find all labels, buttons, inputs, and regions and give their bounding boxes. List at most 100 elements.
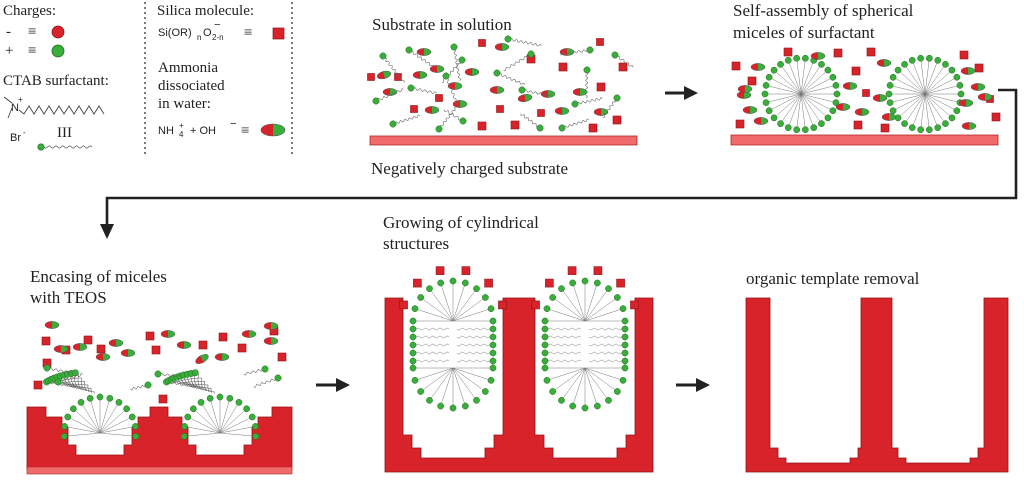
connector-arrow-icon	[100, 88, 1018, 239]
cylinder-head-icon	[621, 333, 629, 341]
spherical-micelles	[731, 47, 1001, 134]
silica-molecule-icon	[747, 76, 757, 86]
micelle-head-icon	[417, 388, 424, 395]
micelle-head-icon	[132, 423, 139, 430]
micelle-tail	[796, 58, 802, 95]
surfactant-head-icon	[71, 369, 79, 377]
silica-molecule-icon	[41, 336, 51, 346]
micelle-head-icon	[243, 405, 250, 413]
micelle-tail	[773, 93, 802, 119]
ammonia-molecule-icon	[489, 86, 505, 94]
micelle-head-icon	[541, 317, 549, 325]
cylinder-tail	[412, 359, 450, 363]
micelle-tail	[552, 367, 586, 392]
surfactant-head-icon	[372, 97, 380, 105]
micelle-head-icon	[77, 399, 85, 406]
silica-molecule-icon	[151, 345, 161, 355]
micelle-tail	[924, 60, 938, 95]
ammonia-molecule-icon	[750, 63, 766, 71]
micelle-head-icon	[925, 54, 933, 62]
silica-molecule-icon	[33, 380, 43, 390]
micelle-head-icon	[206, 395, 214, 402]
silica-molecule-icon	[478, 39, 486, 47]
equiv-sign-3: ≡	[244, 25, 252, 41]
micelle-tail	[219, 432, 256, 437]
micelle-head-icon	[801, 54, 809, 62]
micelle-head-icon	[901, 61, 908, 68]
ammonia-molecule-icon	[72, 343, 88, 351]
positive-charge-icon	[51, 44, 65, 58]
ammonia-molecule-icon	[960, 67, 976, 75]
micelle-tail	[924, 93, 953, 119]
silica-sub-2n: 2-n	[212, 33, 224, 42]
cylinder-head-icon	[409, 325, 417, 333]
ctab-label: CTAB surfactant:	[3, 73, 109, 89]
micelle-tail	[99, 416, 133, 434]
cylinder-head-icon	[621, 325, 629, 333]
surfactant-tail	[443, 109, 464, 122]
micelle-tail	[99, 402, 120, 434]
cylinder-head-icon	[409, 349, 417, 357]
ammonia-formula: NH	[158, 125, 174, 137]
ammonia-molecule-icon	[376, 70, 392, 80]
surfactant-head-icon	[274, 374, 282, 382]
micelle-head-icon	[818, 120, 825, 127]
micelle-head-icon	[489, 317, 497, 325]
cylinder-tail	[544, 335, 582, 339]
micelle-tail	[924, 77, 957, 95]
silica-molecule-icon	[593, 266, 603, 275]
cylinder-tail	[412, 351, 450, 355]
ammonia-molecule-icon	[263, 322, 279, 330]
arrow-right-icon	[665, 86, 698, 100]
micelle-head-icon	[761, 90, 769, 98]
micelle-head-icon	[942, 120, 949, 127]
charges-label: Charges:	[3, 3, 56, 19]
micelle-head-icon	[619, 305, 627, 312]
ammonia-molecule-icon	[753, 117, 769, 125]
ammonia-line-2: dissociated	[158, 78, 225, 94]
micelle-tail	[219, 416, 253, 434]
micelle-tail	[67, 416, 101, 434]
silica-molecule-icon	[277, 352, 287, 362]
micelle-head-icon	[948, 66, 956, 74]
surfactant-head-icon	[583, 66, 591, 74]
micelle-tail	[897, 69, 926, 95]
arrow-right-icon-2	[316, 378, 350, 392]
cylinder-tail	[456, 335, 494, 339]
ammonia-molecule-icon	[572, 88, 588, 96]
cylinder-head-icon	[621, 341, 629, 349]
micelle-tail	[800, 93, 822, 124]
micelle-head-icon	[473, 285, 480, 292]
micelle-head-icon	[558, 285, 565, 292]
micelle-head-icon	[123, 405, 130, 413]
surfactant-tail	[392, 114, 420, 126]
micelle-tail	[800, 93, 829, 119]
micelle-tail	[800, 93, 814, 128]
micelle-head-icon	[614, 388, 621, 395]
encasing-title-line-2: with TEOS	[30, 288, 107, 307]
micelle-tail	[889, 93, 926, 103]
surfactant-tail	[243, 367, 266, 376]
ammonia-molecule-icon	[517, 94, 533, 102]
micelle-head-icon	[581, 404, 589, 412]
silica-molecule-icon	[399, 300, 408, 310]
negative-charge-icon	[51, 25, 65, 39]
silica-label: Silica molecule:	[157, 3, 254, 19]
micelle-tail	[904, 64, 926, 95]
silica-molecule-icon	[531, 300, 540, 310]
micelle-head-icon	[908, 124, 916, 132]
surfactant-tail	[157, 372, 181, 378]
silica-molecule-icon	[413, 278, 422, 288]
surfactant-tail	[445, 75, 459, 106]
micelle-head-icon	[953, 73, 961, 81]
micelle-head-icon	[832, 99, 840, 106]
surfactant-tail	[408, 49, 435, 67]
micelle-tail	[800, 93, 806, 130]
cylinder-tail	[588, 335, 626, 339]
micelle-tail	[99, 398, 111, 434]
micelle-tail	[184, 426, 221, 434]
silica-molecule-icon	[158, 394, 168, 404]
micelle-tail	[924, 93, 957, 111]
micelle-head-icon	[60, 433, 68, 440]
micelle-tail	[200, 402, 221, 434]
